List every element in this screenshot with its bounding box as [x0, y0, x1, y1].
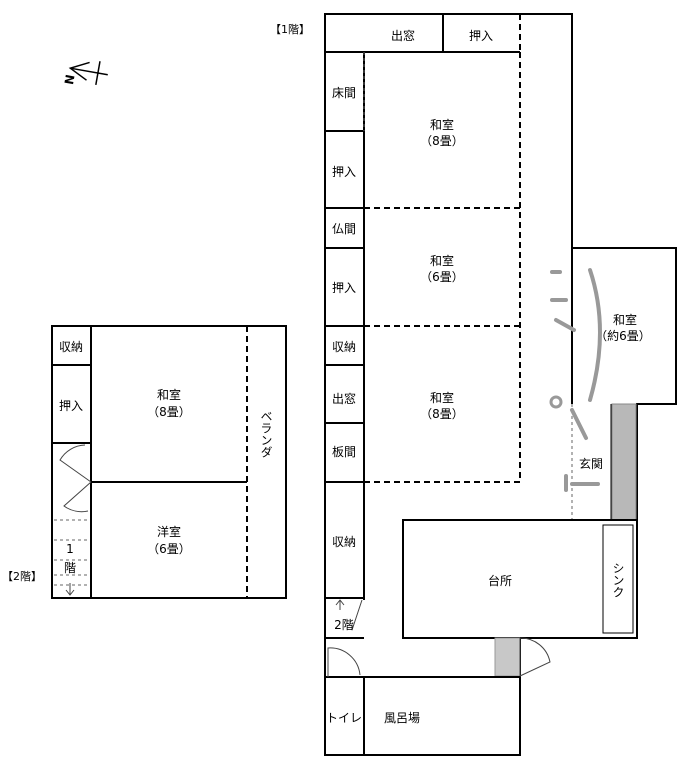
stairs-up-label: 2階: [334, 617, 354, 632]
shuno-2f: 収納: [59, 340, 83, 354]
floor-label-1f: 【1階】: [270, 22, 310, 36]
first-floor-outline: [324, 13, 677, 756]
daidokoro: 台所: [488, 573, 512, 588]
oshiire-1: 押入: [332, 165, 356, 179]
tokonoma: 床間: [332, 86, 356, 100]
backdoor-swing: [519, 637, 551, 677]
kitchen: [402, 519, 638, 639]
demado-side: 出窓: [332, 391, 356, 406]
oshiire-2: 押入: [332, 281, 356, 295]
oshiire-2f: 押入: [59, 399, 83, 413]
corridor-curve: [588, 268, 602, 402]
toilet-door-swing: [327, 647, 361, 677]
yoshitsu-size: （6畳）: [147, 542, 191, 556]
washitsu-1-size: （8畳）: [420, 134, 464, 148]
first-floor: 出窓 押入 床間 押入 仏間 押入 収納 出窓 板間 収納 2階 和室 （8畳）…: [324, 13, 677, 756]
backdoor-step: [494, 637, 521, 677]
butsuma: 仏間: [332, 222, 356, 236]
compass-glyph: N: [62, 73, 78, 85]
shuno-2: 収納: [332, 535, 356, 549]
toilet: トイレ: [326, 711, 362, 725]
second-floor-outline: [51, 325, 287, 599]
demado-top: 出窓: [391, 28, 415, 43]
second-floor: 収納 押入 和室 （8畳） ベランダ 洋室 （6畳） 1 階: [51, 325, 287, 599]
washitsu-2f-size: （8畳）: [147, 405, 191, 419]
stairs-down-num: 1: [66, 542, 74, 556]
genkan-step: [611, 403, 637, 521]
floor-label-2f: 【2階】: [2, 569, 42, 583]
furoba: 風呂場: [384, 711, 420, 725]
washitsu-4-name: 和室: [613, 312, 637, 327]
door-swing-yoshitsu: [63, 481, 92, 513]
washitsu-2-name: 和室: [430, 253, 454, 268]
genkan: 玄関: [579, 456, 603, 471]
shuno-1: 収納: [332, 340, 356, 354]
sink-label: シンク: [611, 562, 625, 598]
washitsu-1-name: 和室: [430, 117, 454, 132]
north-arrow-icon: [68, 61, 108, 85]
door-swing-washitsu: [59, 444, 92, 483]
stairs-down-arrow: [65, 583, 75, 596]
stairs-down-kai: 階: [64, 560, 76, 575]
itanoma: 板間: [332, 445, 356, 459]
sink: [602, 524, 634, 634]
oshiire-top: 押入: [469, 29, 493, 43]
washitsu-3-name: 和室: [430, 390, 454, 405]
veranda: ベランダ: [259, 410, 273, 458]
washitsu-3-size: （8畳）: [420, 407, 464, 421]
washitsu-4-size: （約6畳）: [595, 328, 651, 343]
washitsu-2-size: （6畳）: [420, 270, 464, 284]
washitsu-2f-name: 和室: [157, 387, 181, 402]
stairs-up-arrow: [335, 599, 363, 631]
yoshitsu-name: 洋室: [157, 524, 181, 539]
